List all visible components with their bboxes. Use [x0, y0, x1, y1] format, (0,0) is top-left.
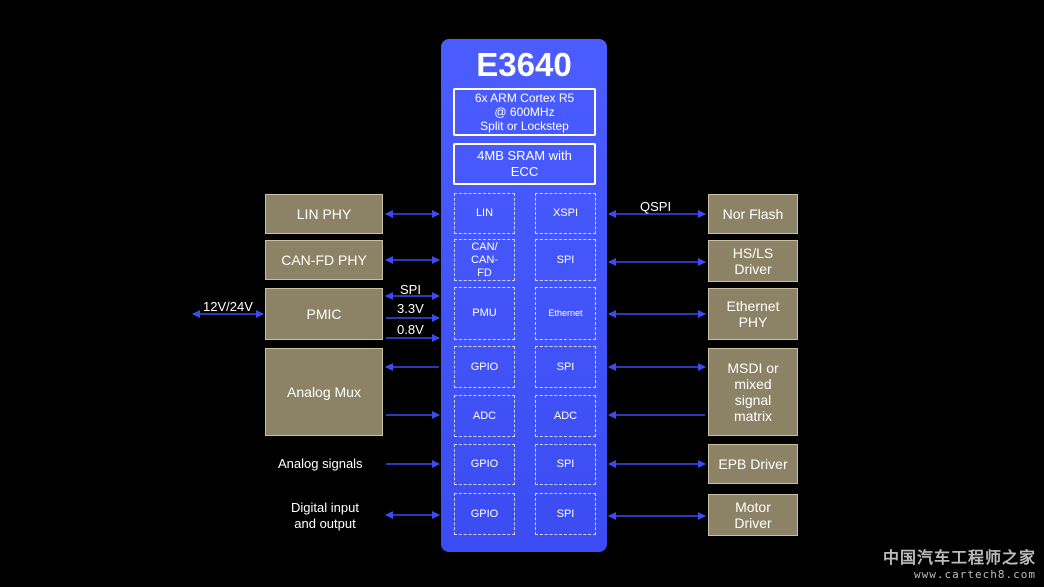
- box-msdi: MSDI or mixed signal matrix: [708, 348, 798, 436]
- watermark-line-1: 中国汽车工程师之家: [882, 550, 1036, 567]
- core-line-1: 6x ARM Cortex R5: [474, 91, 575, 105]
- periph-spi-4: SPI: [535, 493, 596, 535]
- periph-xspi: XSPI: [535, 193, 596, 234]
- label-spi: SPI: [400, 282, 421, 297]
- box-ethernet-phy: Ethernet PHY: [708, 288, 798, 340]
- sram-line-2: ECC: [510, 164, 539, 179]
- watermark-line-2: www.cartech8.com: [914, 568, 1036, 581]
- box-lin-phy: LIN PHY: [265, 194, 383, 234]
- label-supply-voltage: 12V/24V: [203, 299, 253, 314]
- periph-lin: LIN: [454, 193, 515, 234]
- label-analog-signals: Analog signals: [278, 456, 363, 471]
- periph-adc-right: ADC: [535, 395, 596, 437]
- box-can-fd-phy: CAN-FD PHY: [265, 240, 383, 280]
- box-analog-mux: Analog Mux: [265, 348, 383, 436]
- periph-adc-left: ADC: [454, 395, 515, 437]
- sram-block: 4MB SRAM with ECC: [453, 143, 596, 185]
- core-line-2: @ 600MHz: [494, 105, 555, 119]
- chip-block: E3640 6x ARM Cortex R5 @ 600MHz Split or…: [441, 39, 607, 552]
- chip-title: E3640: [476, 46, 572, 83]
- periph-spi-1: SPI: [535, 239, 596, 281]
- sram-line-1: 4MB SRAM with: [477, 148, 572, 163]
- periph-spi-3: SPI: [535, 444, 596, 485]
- box-pmic: PMIC: [265, 288, 383, 340]
- box-motor-driver: Motor Driver: [708, 494, 798, 536]
- periph-pmu: PMU: [454, 287, 515, 340]
- box-epb-driver: EPB Driver: [708, 444, 798, 484]
- label-3v3: 3.3V: [397, 301, 424, 316]
- box-hs-ls-driver: HS/LS Driver: [708, 240, 798, 282]
- core-line-3: Split or Lockstep: [480, 119, 569, 133]
- periph-can: CAN/ CAN- FD: [454, 239, 515, 281]
- watermark: 中国汽车工程师之家 www.cartech8.com: [883, 544, 1036, 581]
- periph-gpio-1: GPIO: [454, 346, 515, 388]
- box-nor-flash: Nor Flash: [708, 194, 798, 234]
- periph-spi-2: SPI: [535, 346, 596, 388]
- label-0v8: 0.8V: [397, 322, 424, 337]
- label-digital-io: Digital input and output: [291, 500, 359, 531]
- label-qspi: QSPI: [640, 199, 672, 214]
- cpu-core-block: 6x ARM Cortex R5 @ 600MHz Split or Locks…: [453, 88, 596, 136]
- periph-gpio-2: GPIO: [454, 444, 515, 485]
- periph-ethernet: Ethernet: [535, 287, 596, 340]
- periph-gpio-3: GPIO: [454, 493, 515, 535]
